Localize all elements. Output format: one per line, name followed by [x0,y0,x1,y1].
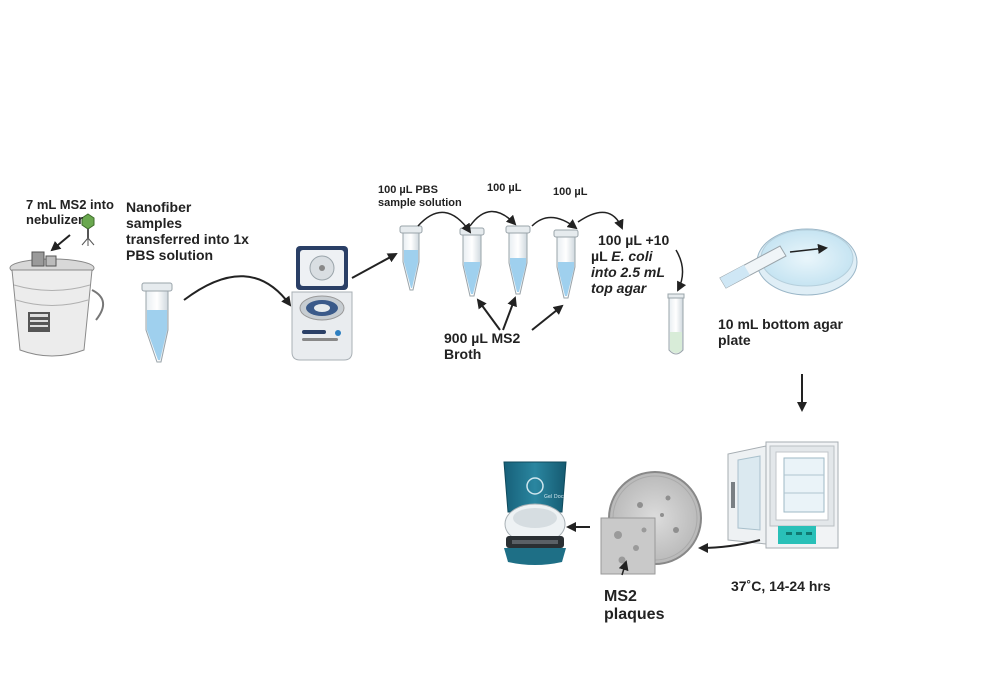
tube-icon [667,293,685,355]
pbs-label: 100 µL PBS sample solution [378,184,462,209]
tube-icon [399,225,423,291]
nebulizer-label: 7 mL MS2 into nebulizer [26,197,114,228]
ecoli-label: 100 µL +10 µL E. coli into 2.5 mL top ag… [591,232,669,296]
phage-icon [81,213,95,246]
nanofiber-label-line: PBS solution [126,247,214,264]
incubator-icon [727,441,839,549]
ecoli-label-text: µL [591,248,612,265]
bucket-nebulizer-icon [9,251,104,357]
nanofiber-label-line: transferred into 1x [126,231,249,248]
nebulizer-label-line: nebulizer [26,211,84,227]
broth-label: 900 µL MS2 Broth [444,330,520,362]
imager-logo: Gel Doc [544,494,564,500]
pbs-label-line: sample solution [378,196,462,209]
plaque-plate-icon [600,471,702,576]
tube-icon [141,282,173,363]
broth-label-line: 900 µL MS2 [444,330,521,346]
transfer-label-2: 100 µL [553,186,588,198]
plaques-label: MS2 plaques [604,588,664,625]
petri-dish-icon [719,228,858,296]
tube-icon [459,227,485,297]
tube-icon [553,229,579,299]
agar-label: 10 mL bottom agar plate [718,316,843,348]
nanofiber-label-line: Nanofiber [126,199,192,215]
imager-icon [503,461,567,565]
plaques-label-line: plaques [604,606,665,624]
ecoli-label-line: µL E. coli [591,248,669,264]
pbs-label-line: 100 µL PBS [378,184,438,196]
nanofiber-label-line: samples [126,215,183,232]
plaques-label-line: MS2 [604,588,637,605]
ecoli-label-line: top agar [591,280,647,297]
tube-icon [505,225,531,295]
incubation-label: 37˚C, 14-24 hrs [731,578,831,594]
nebulizer-label-line: 7 mL MS2 into [26,197,114,212]
transfer-label-1: 100 µL [487,182,522,194]
agar-label-line: 10 mL bottom agar [718,316,843,332]
ecoli-label-line: into 2.5 mL [591,264,665,281]
broth-label-line: Broth [444,346,482,363]
centrifuge-icon [291,246,353,361]
ecoli-label-text: E. coli [611,248,653,265]
agar-label-line: plate [718,332,751,349]
ecoli-label-line: 100 µL +10 [598,232,670,248]
nanofiber-label: Nanofiber samples transferred into 1x PB… [126,199,249,263]
